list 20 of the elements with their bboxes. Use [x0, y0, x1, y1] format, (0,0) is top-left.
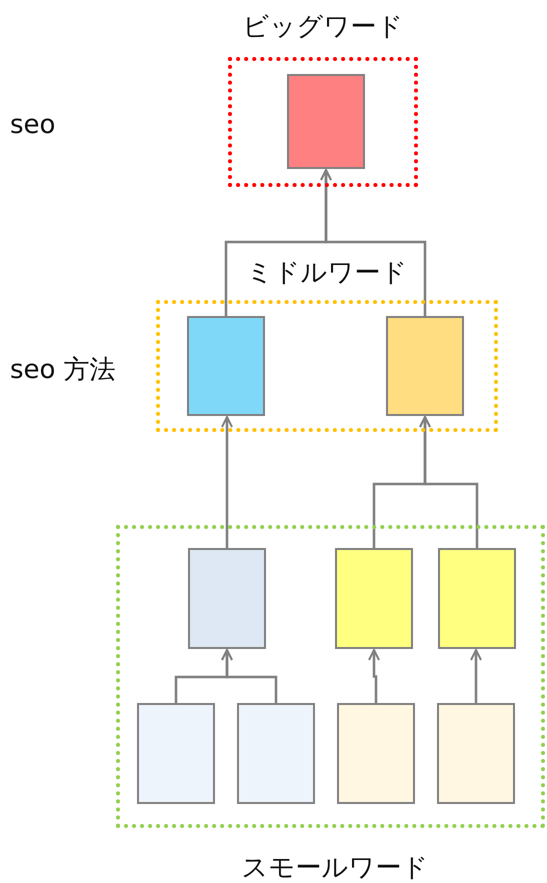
- keyword-box: [438, 548, 516, 649]
- keyword-box: [287, 74, 365, 169]
- arrow: [470, 649, 482, 703]
- keyword-box: [386, 316, 464, 416]
- arrow: [221, 649, 278, 703]
- group-heading: スモールワード: [240, 852, 430, 883]
- keyword-box: [188, 548, 266, 649]
- side-label: seo 方法: [10, 354, 116, 387]
- group-heading: ミドルワード: [246, 257, 408, 290]
- keyword-box: [237, 703, 315, 804]
- side-label: seo: [10, 109, 56, 142]
- group-heading: ビッグワード: [242, 11, 404, 44]
- arrow: [221, 416, 233, 548]
- keyword-box: [187, 316, 265, 416]
- keyword-box: [335, 548, 413, 649]
- keyword-box: [437, 703, 515, 804]
- arrow: [419, 416, 478, 548]
- arrow: [368, 649, 380, 703]
- keyword-box: [337, 703, 415, 804]
- keyword-box: [137, 703, 215, 804]
